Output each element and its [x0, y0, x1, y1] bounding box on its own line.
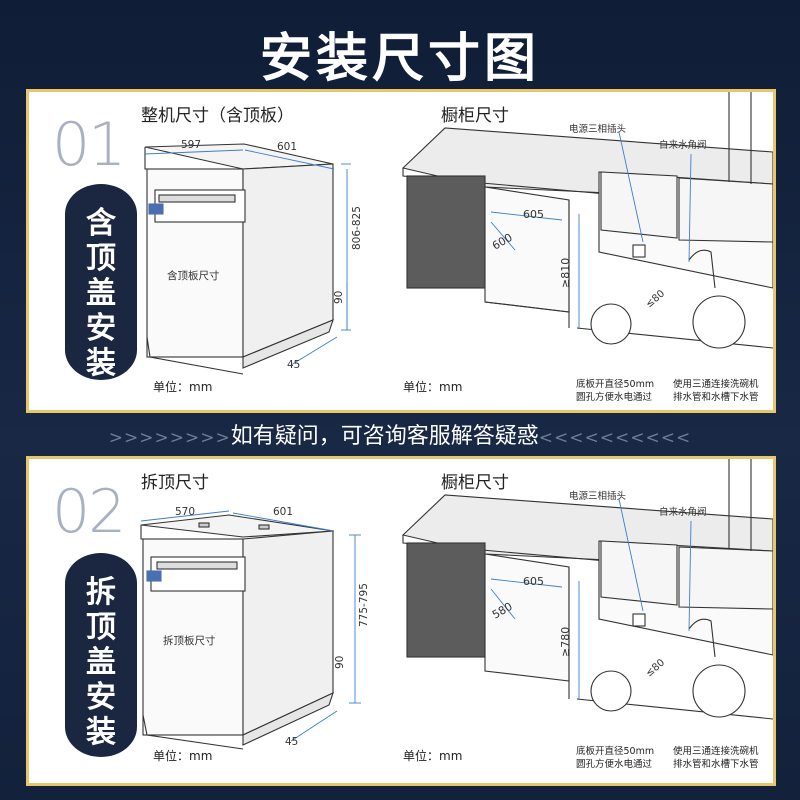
unit-cabinet: 单位：mm — [403, 380, 463, 394]
panel-size-label: 含顶板尺寸 — [167, 269, 220, 282]
cabinet-hole: ≤80 — [644, 657, 667, 679]
water-valve-label: 自来水角阀 — [659, 139, 707, 151]
dimension-lines — [144, 149, 351, 366]
banner-text: 如有疑问，可咨询客服解答疑惑 — [230, 424, 539, 449]
page-title: 安装尺寸图 — [259, 29, 540, 89]
dim-height: 775-795 — [358, 583, 370, 627]
cabinet-height: ≥810 — [559, 258, 572, 288]
power-plug-label: 电源三相插头 — [569, 123, 626, 135]
section-1-label-char: 装 — [86, 346, 116, 381]
unit-cabinet: 单位：mm — [403, 749, 463, 763]
section-1-label-char: 安 — [86, 311, 116, 346]
cabinet-drawing — [401, 92, 773, 349]
dim-depth: 601 — [277, 141, 297, 153]
unit-machine: 单位：mm — [153, 380, 213, 394]
dim-depth: 601 — [273, 506, 293, 518]
section-2-label: 拆 顶 盖 安 装 — [65, 553, 137, 757]
dim-kick-depth: 45 — [285, 736, 298, 748]
note-hole: 底板开直径50mm 圆孔方便水电通过 — [576, 746, 655, 770]
note-drain: 使用三通连接洗碗机 排水管和水槽下水管 — [673, 379, 759, 403]
help-banner: >>>>>>>>如有疑问，可咨询客服解答疑惑<<<<<<<<<< — [0, 418, 800, 450]
section-1-diagram: 597 601 806-825 90 45 含顶板尺寸 — [144, 92, 773, 375]
section-1-label-char: 含 — [86, 206, 116, 241]
dim-kick-height: 90 — [334, 656, 346, 669]
note-hole: 底板开直径50mm 圆孔方便水电通过 — [576, 379, 655, 403]
section-1-label-char: 顶 — [86, 241, 116, 276]
section-2-label-char: 装 — [86, 715, 116, 750]
dishwasher-drawing — [144, 143, 334, 375]
section-2-panel: 02 拆 顶 盖 安 装 拆顶尺寸 橱柜尺寸 — [26, 456, 776, 786]
cabinet-drawing — [401, 459, 773, 720]
section-2-label-char: 顶 — [86, 610, 116, 645]
section-2-cabinet-title: 橱柜尺寸 — [441, 473, 509, 493]
dim-kick-height: 90 — [333, 291, 345, 304]
section-2-diagram: 570 601 775-795 90 45 拆顶板尺寸 — [140, 459, 773, 750]
section-2-label-char: 盖 — [86, 645, 116, 680]
section-1-number: 01 — [52, 110, 126, 180]
cabinet-hole: ≤80 — [644, 288, 667, 310]
panel-size-label: 拆顶板尺寸 — [163, 634, 216, 647]
cabinet-depth: 605 — [523, 208, 544, 221]
unit-machine: 单位：mm — [153, 749, 213, 763]
section-2-machine-title: 拆顶尺寸 — [141, 473, 209, 493]
section-2-number: 02 — [52, 477, 126, 547]
dim-width: 597 — [181, 139, 201, 151]
water-valve-label: 自来水角阀 — [659, 506, 707, 518]
section-1-machine-title: 整机尺寸（含顶板） — [141, 106, 294, 126]
section-1-label: 含 顶 盖 安 装 — [65, 184, 137, 381]
cabinet-height: ≥780 — [559, 627, 572, 657]
note-drain: 使用三通连接洗碗机 排水管和水槽下水管 — [673, 746, 759, 770]
section-2-label-char: 拆 — [86, 575, 116, 610]
dim-height: 806-825 — [351, 206, 363, 250]
section-1-label-char: 盖 — [86, 276, 116, 311]
banner-left-arrows: >>>>>>>> — [108, 428, 231, 448]
section-1-panel: 01 含 顶 盖 安 装 整机尺寸（含顶板） 橱柜尺寸 — [26, 89, 776, 413]
dim-kick-depth: 45 — [287, 359, 300, 371]
cabinet-depth: 605 — [523, 575, 544, 588]
section-1-cabinet-title: 橱柜尺寸 — [441, 106, 509, 126]
dim-width: 570 — [175, 506, 195, 518]
dishwasher-drawing — [140, 514, 334, 750]
section-2-label-char: 安 — [86, 680, 116, 715]
banner-right-arrows: <<<<<<<<<< — [538, 428, 692, 448]
power-plug-label: 电源三相插头 — [569, 490, 626, 502]
